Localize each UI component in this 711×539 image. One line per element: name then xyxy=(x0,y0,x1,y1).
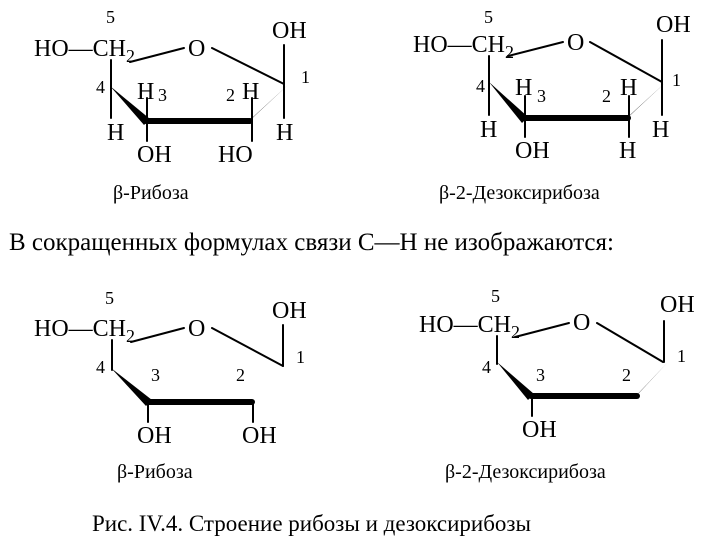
bond-o-c1 xyxy=(596,322,664,363)
ribose-full-c3-h: H xyxy=(137,79,154,105)
wedge-c2-c1 xyxy=(246,84,289,124)
deoxy-full-c2-h-up: H xyxy=(620,75,637,101)
ribose-full-c1-number: 1 xyxy=(301,67,310,87)
ribose-full-c4-h: H xyxy=(107,120,124,146)
wedge-c2-c1 xyxy=(633,362,668,399)
explanation-sentence: В сокращенных формулах связи С—Н не изоб… xyxy=(9,229,614,256)
ribose-full-c3-oh: OH xyxy=(137,142,172,168)
bond-c4-o xyxy=(514,322,570,338)
ribose-short-c3-number: 3 xyxy=(151,365,160,385)
deoxy-full-c2-h-down: H xyxy=(619,138,636,164)
deoxy-short-c4-number: 4 xyxy=(482,357,491,377)
wedge-c2-c1 xyxy=(248,366,287,405)
deoxyribose-full-structure: 5 HO—CH2 O OH 1 4 H 3 2 H H H OH H β-2-Д… xyxy=(413,7,691,204)
ribose-full-c2-h: H xyxy=(242,79,259,105)
wedge-c4-c3 xyxy=(489,82,528,123)
ribose-short-c1-number: 1 xyxy=(296,347,305,367)
deoxy-short-c3-oh: OH xyxy=(522,417,557,443)
deoxy-full-c5-number: 5 xyxy=(484,7,493,27)
bond-o-c1 xyxy=(211,327,284,367)
ribose-short-c5-number: 5 xyxy=(105,288,114,308)
deoxyribose-short-structure: 5 HO—CH2 O OH 1 4 3 2 OH β-2-Дезоксирибо… xyxy=(419,286,695,483)
bond-o-c1 xyxy=(589,41,663,83)
deoxy-short-caption: β-2-Дезоксирибоза xyxy=(445,461,606,483)
deoxy-full-c3-oh: OH xyxy=(515,138,550,164)
deoxy-full-c4-h: H xyxy=(480,117,497,143)
bond-c4-o xyxy=(130,327,185,343)
ribose-short-ring-oxygen: O xyxy=(188,316,205,342)
deoxy-short-c2-number: 2 xyxy=(622,365,631,385)
deoxy-full-c1-h: H xyxy=(652,117,669,143)
deoxy-full-c1-oh: OH xyxy=(656,12,691,38)
ribose-short-c3-oh: OH xyxy=(137,423,172,449)
deoxy-full-c2-number: 2 xyxy=(602,86,611,106)
deoxy-full-c3-number: 3 xyxy=(537,86,546,106)
figure-caption: Рис. IV.4. Строение рибозы и дезоксирибо… xyxy=(92,511,531,536)
deoxy-full-ho-ch2: HO—CH2 xyxy=(413,32,514,62)
ribose-short-c2-oh: OH xyxy=(242,423,277,449)
deoxy-full-c3-h: H xyxy=(515,75,532,101)
ribose-full-ho-ch2: HO—CH2 xyxy=(34,36,135,66)
bond-c4-o xyxy=(507,41,564,57)
wedge-c4-c3 xyxy=(111,368,152,406)
ribose-short-ho-ch2: HO—CH2 xyxy=(34,316,135,346)
bond-c4-o xyxy=(129,47,185,63)
ribose-short-c4-number: 4 xyxy=(96,357,105,377)
deoxy-short-c1-oh: OH xyxy=(660,292,695,318)
wedge-c4-c3 xyxy=(110,86,150,125)
deoxy-short-ho-ch2: HO—CH2 xyxy=(419,312,520,342)
ribose-full-ring-oxygen: O xyxy=(188,36,205,62)
ribose-full-caption: β-Рибоза xyxy=(113,182,189,204)
deoxy-full-c1-number: 1 xyxy=(672,70,681,90)
deoxy-short-c5-number: 5 xyxy=(491,286,500,306)
ribose-full-c2-oh: HO xyxy=(218,142,253,168)
ribose-full-c2-number: 2 xyxy=(226,85,235,105)
ribose-full-c5-number: 5 xyxy=(106,7,115,27)
ribose-full-c4-number: 4 xyxy=(96,77,105,97)
ribose-short-c1-oh: OH xyxy=(272,298,307,324)
deoxy-full-caption: β-2-Дезоксирибоза xyxy=(439,182,600,204)
deoxy-short-c1-number: 1 xyxy=(677,346,686,366)
ribose-full-c1-h: H xyxy=(276,120,293,146)
ribose-full-c3-number: 3 xyxy=(158,85,167,105)
ribose-short-c2-number: 2 xyxy=(236,365,245,385)
bond-o-c1 xyxy=(211,47,285,85)
ribose-full-structure: 5 HO—CH2 O OH 1 4 H 3 2 H H H OH HO β-Ри… xyxy=(34,7,310,204)
deoxy-short-c3-number: 3 xyxy=(536,365,545,385)
ribose-full-c1-oh: OH xyxy=(272,18,307,44)
ribose-short-structure: 5 HO—CH2 O OH 1 4 3 2 OH OH β-Рибоза xyxy=(34,288,307,483)
ribose-short-caption: β-Рибоза xyxy=(117,461,193,483)
deoxy-full-ring-oxygen: O xyxy=(567,30,584,56)
deoxy-full-c4-number: 4 xyxy=(476,76,485,96)
wedge-c2-c1 xyxy=(624,82,666,121)
deoxy-short-ring-oxygen: O xyxy=(573,310,590,336)
wedge-c4-c3 xyxy=(497,362,534,400)
